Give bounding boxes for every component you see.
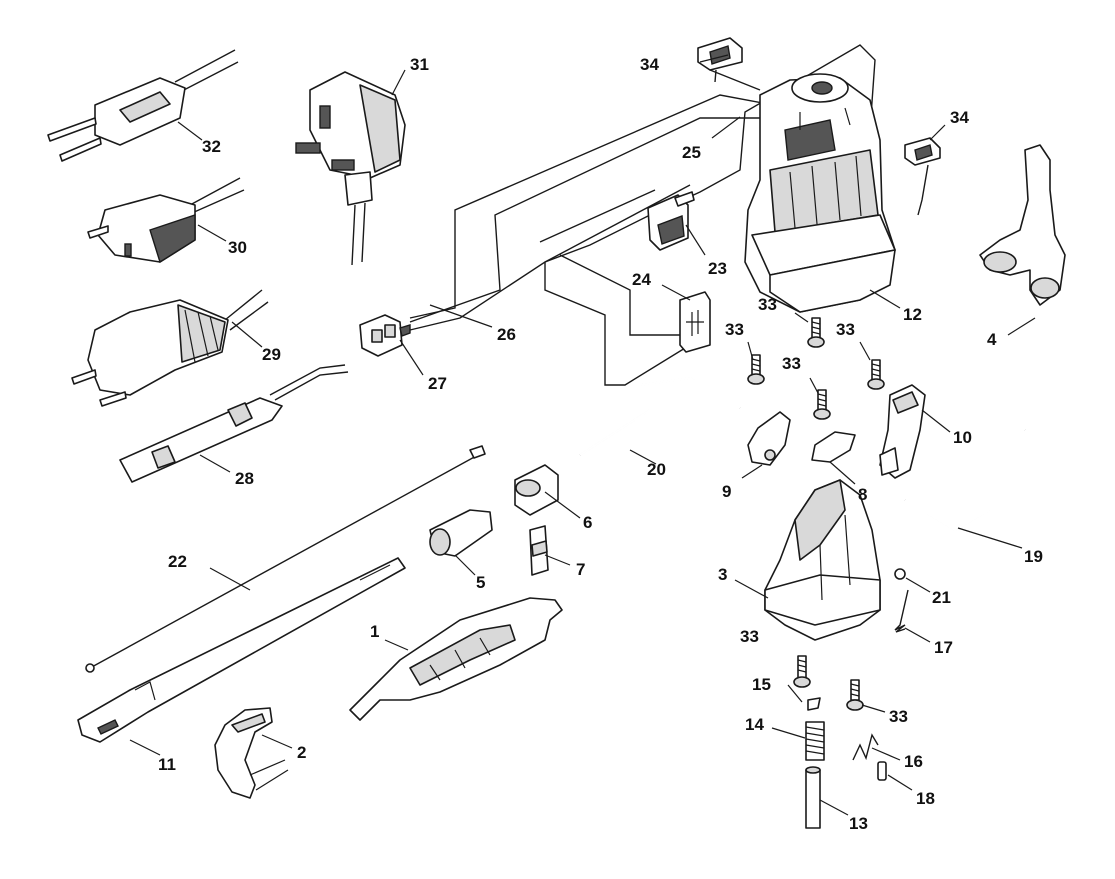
part-5-sleeve [429,509,493,557]
label-4: 4 [987,330,997,349]
part-27-connector [359,314,411,357]
part-17-spring [894,589,909,633]
part-18-pin [877,761,887,781]
part-21-washer [894,568,906,580]
label-18: 18 [916,789,935,808]
part-33-screw-a [807,317,825,348]
part-12-motor [744,73,896,313]
leader-lines [129,54,1036,816]
part-33-screw-d [813,389,831,420]
part-24-capacitor [679,291,711,353]
part-7-clip [529,525,549,576]
label-33-a: 33 [758,295,777,314]
label-5: 5 [476,573,485,592]
label-30: 30 [228,238,247,257]
label-13: 13 [849,814,868,833]
part-2-trigger [214,707,289,799]
label-31: 31 [410,55,429,74]
part-22-cable [85,445,486,673]
label-33-d: 33 [782,354,801,373]
part-33-screw-c [867,359,885,390]
part-30-au-plug [87,177,245,264]
label-34-top: 34 [640,55,659,74]
label-33-e: 33 [740,627,759,646]
part-3-housing [764,479,881,641]
label-27: 27 [428,374,447,393]
label-22: 22 [168,552,187,571]
label-33-b: 33 [725,320,744,339]
part-31-uk-plug [295,71,406,266]
label-14: 14 [745,715,764,734]
part-6-bushing [514,464,559,516]
label-2: 2 [297,743,306,762]
part-23-switch [647,191,695,251]
part-33-screw-f [846,679,864,711]
label-24: 24 [632,270,651,289]
part-1-handle [349,597,563,721]
label-25: 25 [682,143,701,162]
part-15-clip [807,697,821,711]
label-33-f: 33 [889,707,908,726]
label-19: 19 [1024,547,1043,566]
part-32-euro-plug [47,49,239,162]
label-23: 23 [708,259,727,278]
part-19-u-bracket [904,429,1078,532]
label-3: 3 [718,565,727,584]
wiring-harness [409,44,876,386]
screw-33-instances [747,317,885,711]
label-1: 1 [370,622,379,641]
label-17: 17 [934,638,953,657]
label-33-c: 33 [836,320,855,339]
callout-labels: 32 31 30 29 28 27 26 34 25 23 24 12 34 4… [158,55,1043,833]
label-11: 11 [158,755,176,774]
label-15: 15 [752,675,771,694]
label-26: 26 [497,325,516,344]
label-6: 6 [583,513,592,532]
part-16-torsion-spring [852,733,879,761]
label-32: 32 [202,137,221,156]
label-16: 16 [904,752,923,771]
label-10: 10 [953,428,972,447]
part-33-screw-e [793,655,811,688]
part-10-lever [879,384,926,479]
part-8-catch [811,431,856,463]
part-34-brush-holder-top [697,37,743,83]
label-8: 8 [858,485,867,504]
part-13-shaft [805,766,821,829]
part-33-screw-b [747,354,765,385]
label-9: 9 [722,482,731,501]
part-9-cam [747,411,791,466]
part-29-schuko-plug [71,289,269,407]
label-7: 7 [576,560,585,579]
label-34-right: 34 [950,108,969,127]
part-34-brush-holder-right [904,137,941,216]
label-21: 21 [932,588,951,607]
label-20: 20 [647,460,666,479]
label-12: 12 [903,305,922,324]
label-28: 28 [235,469,254,488]
part-11-bar [77,557,406,743]
part-20-rod [579,376,741,456]
part-14-spring [805,721,825,761]
part-28-cable-sleeve [119,364,349,483]
label-29: 29 [262,345,281,364]
part-4-bracket [979,144,1066,306]
